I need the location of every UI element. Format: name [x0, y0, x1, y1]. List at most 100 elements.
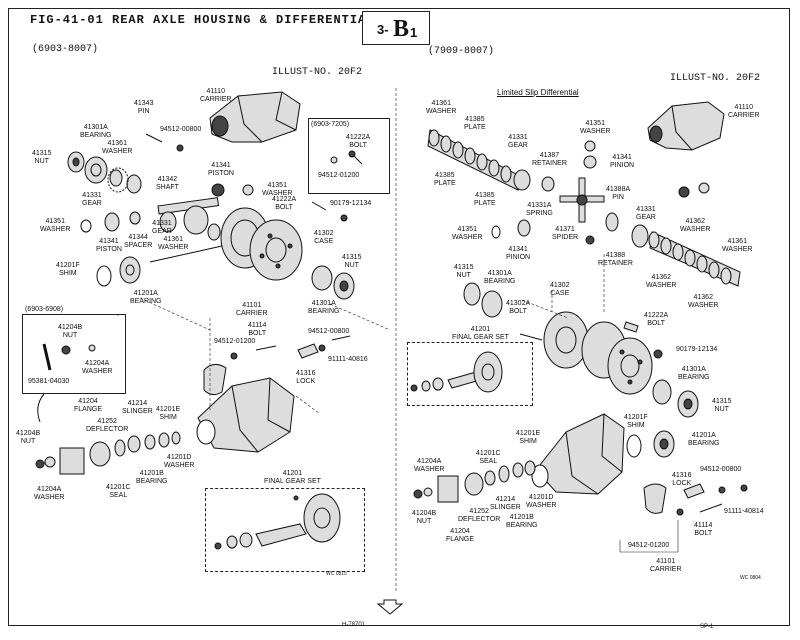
page-frame — [8, 8, 790, 626]
inset-range-6903-7205: (6903-7205) — [311, 121, 350, 128]
figure-code-main: B — [393, 16, 410, 42]
lsd-title: Limited Slip Differential — [497, 88, 579, 97]
ring-gear-case-left-art — [149, 207, 303, 281]
right-date-range: (7909-8007) — [428, 46, 495, 57]
final-gear-set-box-left — [205, 488, 365, 572]
inset-top-parts-art — [330, 150, 363, 165]
pinion-flange-left-art — [35, 431, 181, 475]
label-r-91111-40814: 91111-40814 — [724, 508, 764, 515]
inset-box-6903-7205: (6903-7205) — [308, 118, 390, 194]
label-94512-00800: 94512-00800 — [160, 126, 202, 133]
label-91111-40816: 91111-40816 — [328, 356, 368, 363]
footer-center-code: H-78701 — [342, 622, 366, 628]
footer-right-code: SP-1 — [700, 624, 714, 630]
bearing-set-left-art — [67, 133, 184, 194]
leader-lines-right — [521, 254, 679, 553]
inset-bottom-parts-art — [37, 343, 96, 423]
drawing-code-left: WC 0815 — [326, 571, 347, 577]
left-date-range: (6903-8007) — [32, 44, 99, 55]
label-r-94512-01200: 94512-01200 — [628, 542, 670, 549]
label-94512-01200: 94512-01200 — [214, 338, 256, 345]
inset-range-6903-6908: (6903-6908) — [25, 306, 64, 313]
carrier-housing-lower-left-art — [196, 335, 351, 453]
figure-code-box: 3- B 1 — [362, 11, 430, 45]
inset-box-6903-6908: (6903-6908) — [22, 306, 126, 394]
lsd-plate-stack-bottom-art — [631, 224, 741, 287]
page-arrow-icon[interactable] — [376, 599, 404, 615]
final-gear-set-left-art — [214, 493, 341, 550]
label-94512-00800-b: 94512-00800 — [308, 328, 350, 335]
label-inset-94512-01200: 94512-01200 — [318, 172, 360, 179]
label-r-94512-00800: 94512-00800 — [700, 466, 742, 473]
drawing-code-right: WC 0804 — [740, 575, 761, 581]
label-90179-12134: 90179-12134 — [330, 200, 372, 207]
carrier-housing-top-left-art — [209, 91, 301, 143]
figure-code-prefix: 3- — [377, 22, 389, 37]
final-gear-set-box-right — [407, 342, 533, 406]
right-illust-number: ILLUST-NO. 20F2 — [670, 73, 761, 84]
label-inset-95381-04030: 95381-04030 — [28, 378, 70, 385]
leader-lines-left — [117, 297, 391, 415]
